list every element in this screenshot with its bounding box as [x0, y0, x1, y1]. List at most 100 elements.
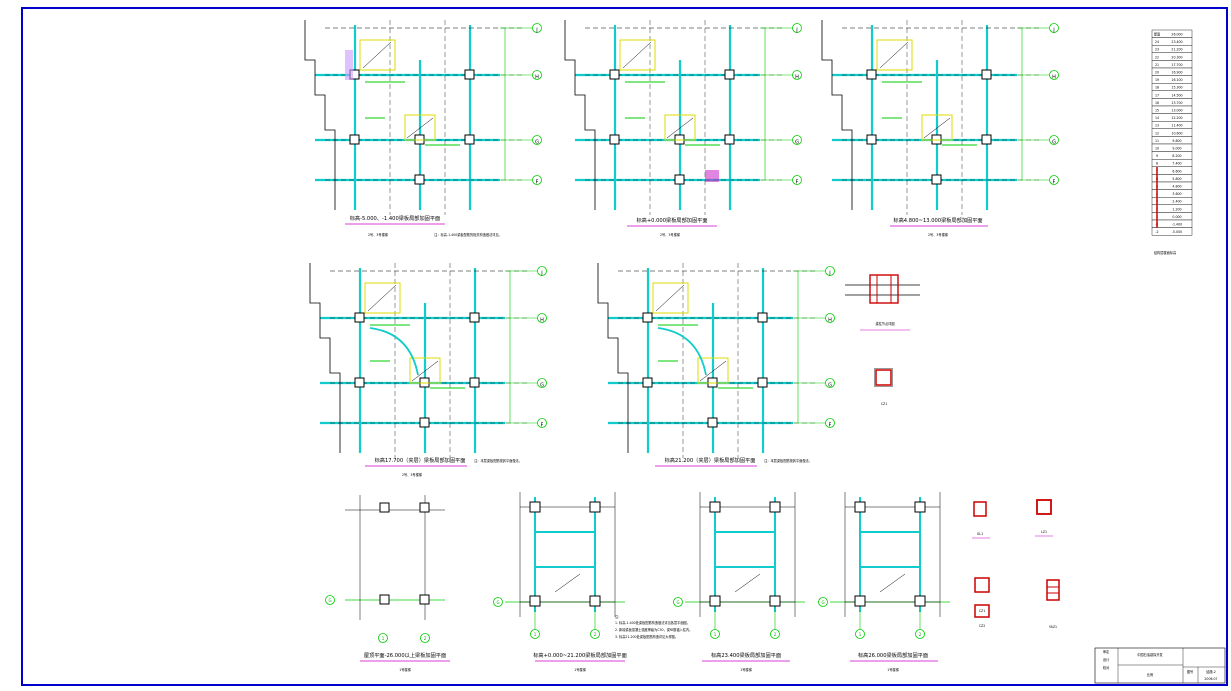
svg-text:1: 1 — [382, 636, 385, 641]
level-elevation: -5.000 — [1172, 230, 1182, 234]
plan-subtitle: 2号、3号楼梯 — [368, 232, 389, 237]
svg-text:H: H — [540, 318, 544, 324]
plan-subtitle: 1号楼梯 — [399, 667, 411, 672]
axis-label: J — [535, 28, 537, 34]
plan-title: 屋顶平面-26.000以上梁板加固平面 — [364, 651, 446, 659]
plan-subtitle: 1号楼梯 — [887, 667, 899, 672]
level-elevation: 9.800 — [1172, 139, 1181, 143]
level-elevation: 0.000 — [1172, 215, 1181, 219]
project-name: 中国石油勘探开发 — [1137, 652, 1163, 657]
level-floor: 8 — [1156, 162, 1158, 166]
svg-text:G: G — [828, 383, 832, 389]
level-elevation: 8.200 — [1172, 154, 1181, 158]
svg-text:F: F — [541, 423, 544, 429]
axis-label: F — [536, 180, 539, 186]
level-elevation: 9.000 — [1172, 147, 1181, 151]
level-elevation: 13.000 — [1171, 109, 1182, 113]
level-floor: 21 — [1155, 63, 1159, 67]
svg-text:J: J — [540, 271, 542, 277]
level-elevation: 11.400 — [1171, 124, 1182, 128]
plan-2: J H G F — [563, 18, 803, 217]
svg-text:G: G — [328, 598, 331, 603]
svg-text:H: H — [795, 75, 799, 81]
level-elevation: 16.900 — [1171, 71, 1182, 75]
detail-cz1 — [974, 577, 990, 593]
plan-subtitle: 1号楼梯 — [574, 667, 586, 672]
sheet-border — [21, 7, 1228, 686]
level-floor: -2 — [1155, 230, 1158, 234]
level-elevation: 26.000 — [1171, 33, 1182, 37]
svg-text:H: H — [828, 318, 832, 324]
title-block-designer: 设计 — [1103, 657, 1110, 662]
level-floor: 23 — [1155, 48, 1159, 52]
level-elevation: 10.600 — [1171, 131, 1182, 135]
level-floor: 16 — [1155, 101, 1159, 105]
level-elevation: 1.200 — [1172, 207, 1181, 211]
svg-text:F: F — [796, 180, 799, 186]
axis-label: H — [535, 75, 539, 81]
level-floor: 18 — [1155, 86, 1159, 90]
svg-text:G: G — [1052, 140, 1056, 146]
level-floor: 屋面 — [1154, 32, 1160, 37]
svg-text:2: 2 — [919, 632, 922, 637]
level-elevation: 16.100 — [1171, 78, 1182, 82]
level-elevation: 20.300 — [1171, 55, 1182, 59]
level-floor: 11 — [1155, 139, 1159, 143]
svg-text:J: J — [828, 271, 830, 277]
plan-title: 标高21.200（夹层）梁板局部加固平面 — [665, 456, 756, 464]
plan-6: G 1 2 — [325, 495, 445, 643]
svg-text:2: 2 — [424, 636, 427, 641]
level-elevation: 13.700 — [1171, 101, 1182, 105]
level-elevation: 14.500 — [1171, 93, 1182, 97]
svg-text:2. 新增梁板混凝土强度等级为C30，梁纵筋锚入柱内。: 2. 新增梁板混凝土强度等级为C30，梁纵筋锚入柱内。 — [615, 627, 692, 632]
plan-subtitle: 2号、3号楼梯 — [928, 232, 949, 237]
svg-text:G: G — [676, 600, 679, 605]
level-elevation: 12.200 — [1171, 116, 1182, 120]
level-floor: 22 — [1155, 55, 1159, 59]
detail-cz2 — [974, 604, 990, 618]
svg-text:1: 1 — [714, 632, 717, 637]
svg-text:注：: 注： — [615, 614, 621, 619]
svg-text:3. 标高21.200处梁板配筋构造详见大样图。: 3. 标高21.200处梁板配筋构造详见大样图。 — [615, 634, 678, 639]
plan-5: J H G F — [596, 261, 836, 460]
level-table-caption: 结构层楼面标高 — [1154, 250, 1176, 255]
svg-text:F: F — [829, 423, 832, 429]
detail-label: CZ1 — [979, 609, 985, 613]
level-floor: 15 — [1155, 109, 1159, 113]
svg-text:J: J — [795, 28, 797, 34]
svg-text:G: G — [795, 140, 799, 146]
title-block-stamp: 审定 — [1103, 649, 1110, 654]
sheet-number: 结施-2 — [1206, 669, 1216, 674]
detail-label: 梁柱节点详图 — [875, 321, 894, 326]
detail-label: YAZ1 — [1049, 625, 1057, 629]
svg-text:2: 2 — [594, 632, 597, 637]
svg-text:J: J — [1052, 28, 1054, 34]
detail-label: CZ1 — [881, 402, 887, 406]
plan-subtitle: 2号、3号楼梯 — [660, 232, 681, 237]
svg-text:G: G — [540, 383, 544, 389]
level-elevation: 15.300 — [1171, 86, 1182, 90]
level-floor: 17 — [1155, 93, 1159, 97]
plan-title: 标高-5.000、-1.400梁板局部加固平面 — [350, 214, 441, 222]
axis-label: G — [535, 140, 539, 146]
construction-notes: 注： 1. 标高-1.400处梁板配筋构造做法详见各层平面图。 2. 新增梁板混… — [615, 614, 692, 639]
plan-9: G 1 2 — [817, 491, 951, 640]
detail-gl1 — [973, 501, 987, 517]
plan-4: J H G F — [308, 261, 548, 460]
level-elevation: 7.400 — [1172, 162, 1181, 166]
plan-title: 标高+0.000梁板局部加固平面 — [636, 216, 707, 224]
title-block-checker: 校对 — [1103, 665, 1110, 670]
level-elevation: 21.200 — [1171, 48, 1182, 52]
plan-3: J H G F — [820, 18, 1060, 217]
drawing-date: 2006.07 — [1204, 677, 1217, 681]
level-elevation: 5.800 — [1172, 177, 1181, 181]
plan-subtitle: 1号楼梯 — [740, 667, 752, 672]
title-block: 审定 设计 校对 中国石油勘探开发 比例 图号 结施-2 2006.07 — [1094, 647, 1226, 684]
svg-text:H: H — [1052, 75, 1056, 81]
detail-label: CZ2 — [979, 624, 985, 628]
detail-label: LZ1 — [1041, 530, 1047, 534]
svg-text:1. 标高-1.400处梁板配筋构造做法详见各层平面图。: 1. 标高-1.400处梁板配筋构造做法详见各层平面图。 — [615, 620, 690, 625]
svg-text:G: G — [496, 600, 499, 605]
